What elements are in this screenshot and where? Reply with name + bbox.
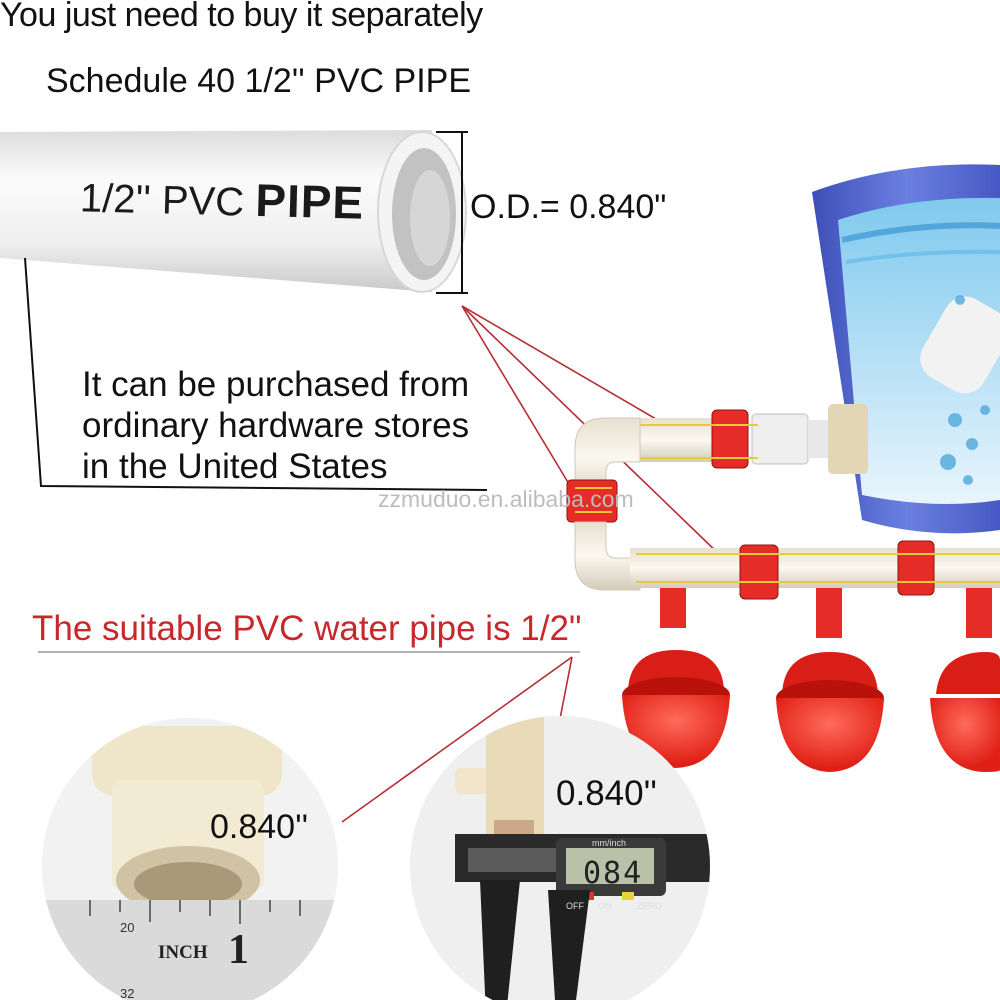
pipe-print-word: PIPE	[254, 173, 365, 229]
purchase-note-line-3: in the United States	[82, 447, 388, 486]
elbow-fitting	[566, 417, 641, 591]
caliper-readout: 084	[583, 856, 644, 891]
caliper-on-label: ON	[598, 901, 612, 911]
caliper-zero-label: ZERO	[637, 901, 663, 911]
drinking-cups	[622, 588, 1000, 772]
ruler-tick-20: 20	[120, 920, 135, 935]
ruler-number: 1	[228, 927, 249, 973]
od-label: O.D.= 0.840"	[470, 188, 667, 226]
header-line-2: Schedule 40 1/2'' PVC PIPE	[46, 62, 472, 100]
purchase-note-line-1: It can be purchased from	[82, 365, 470, 404]
right-measure-value: 0.840''	[556, 774, 657, 813]
purchase-note-line-2: ordinary hardware stores	[82, 406, 470, 445]
ruler-tick-32: 32	[120, 986, 135, 1001]
right-measure-photo	[410, 716, 710, 1000]
header-line-1: You just need to buy it separately	[0, 0, 483, 34]
pipe-print-text: 1/2'' PVC PIPE	[79, 168, 365, 229]
note-bracket	[24, 257, 488, 491]
caliper-unit-label: mm/inch	[592, 838, 627, 848]
lower-tee-run	[630, 540, 1000, 600]
od-dimension-bracket	[436, 131, 468, 294]
suitable-pipe-note: The suitable PVC water pipe is 1/2"	[32, 609, 582, 648]
upper-fitting-run	[606, 404, 868, 474]
left-measure-photo	[42, 718, 338, 1000]
pipe-print-size: 1/2'' PVC	[79, 176, 245, 225]
ruler-unit-label: INCH	[158, 942, 208, 963]
purchase-note: It can be purchased from ordinary hardwa…	[82, 364, 469, 487]
watermark: zzmuduo.en.alibaba.com	[378, 486, 634, 512]
pvc-pipe	[0, 130, 467, 293]
caliper-off-label: OFF	[566, 901, 584, 911]
water-bucket	[812, 164, 1000, 534]
left-measure-value: 0.840''	[210, 808, 309, 846]
cup-3	[930, 588, 1000, 772]
cup-2	[776, 588, 884, 772]
